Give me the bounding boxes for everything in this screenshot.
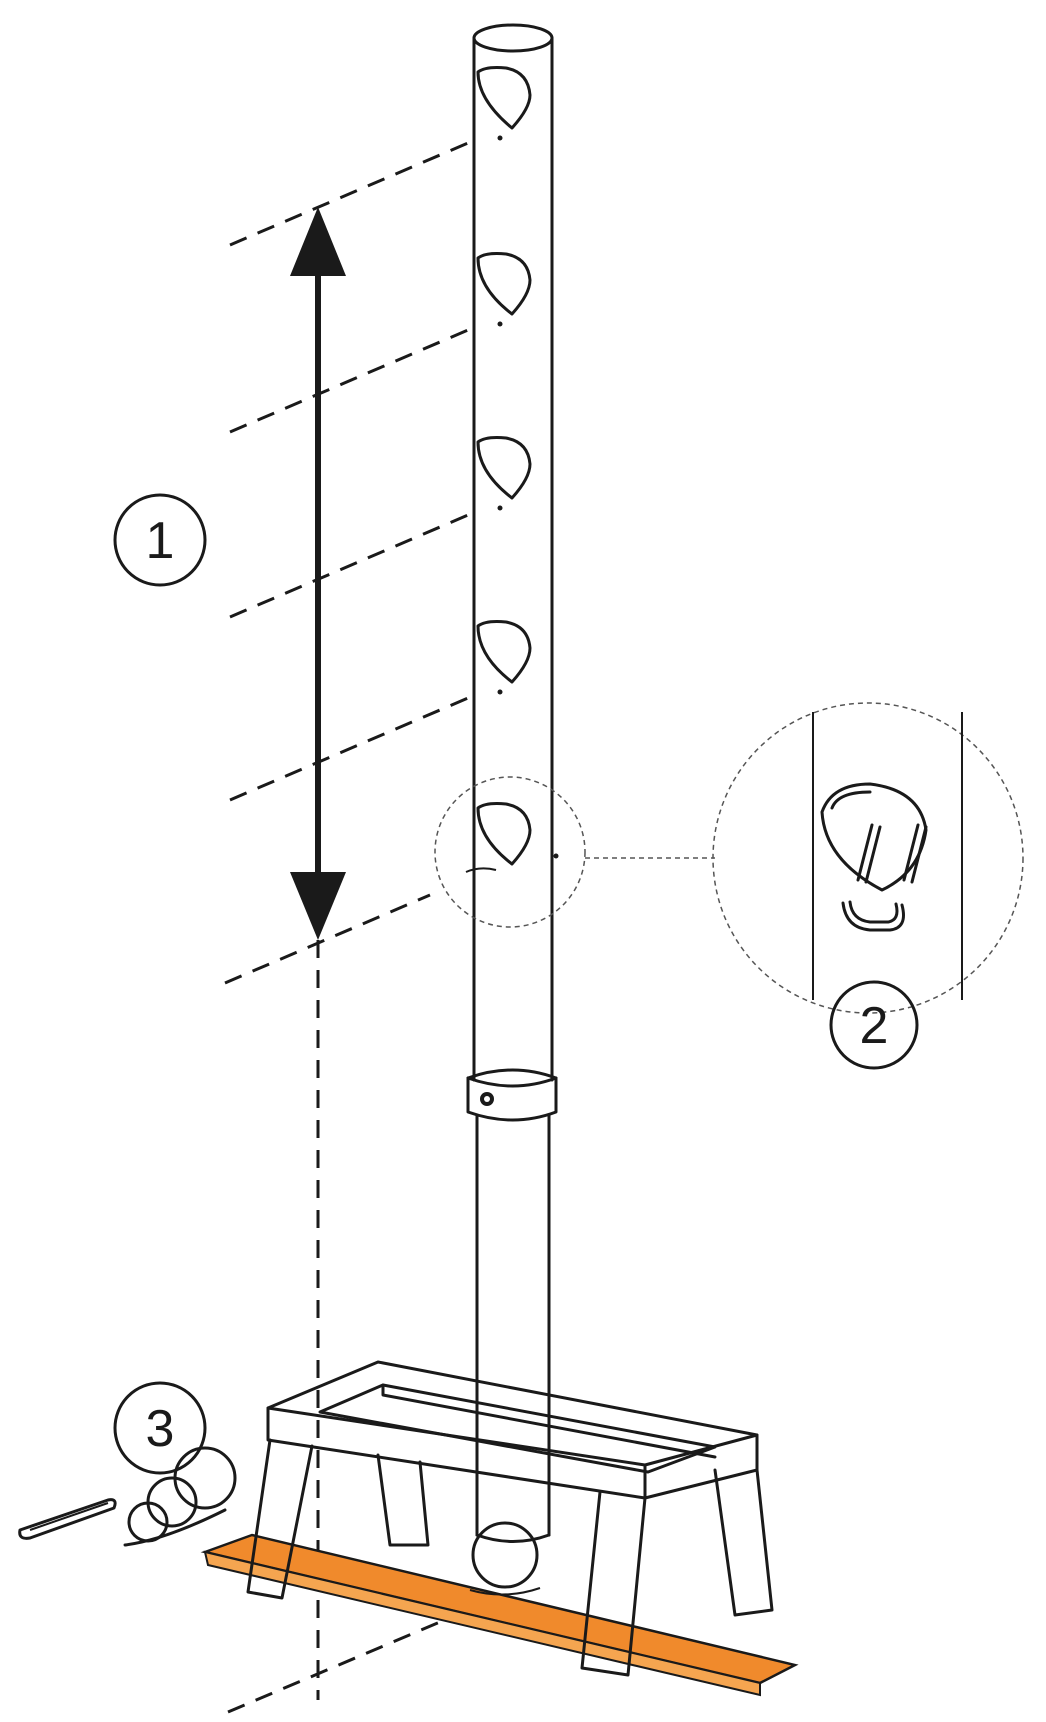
detail-magnifier <box>434 702 1024 1014</box>
slot-3 <box>476 436 532 511</box>
loose-balls <box>123 1446 237 1547</box>
callout-2-label: 2 <box>860 997 889 1055</box>
ball-slots <box>465 66 559 873</box>
slot-4 <box>476 620 532 695</box>
slot-2 <box>476 252 532 327</box>
base-plate <box>200 1533 799 1697</box>
callout-3: 3 <box>113 1381 207 1475</box>
callout-2: 2 <box>829 980 919 1070</box>
ball-icon <box>469 1521 541 1596</box>
tube <box>466 23 558 1543</box>
callout-1-label: 1 <box>146 512 175 570</box>
stand-frame <box>246 1360 774 1677</box>
slot-1 <box>476 66 532 141</box>
tube-sleeve-joint <box>466 1068 558 1122</box>
u-pin-icon <box>841 823 928 932</box>
slot-5 <box>465 802 559 873</box>
callout-1: 1 <box>113 493 207 587</box>
callout-3-label: 3 <box>146 1400 175 1458</box>
loose-parts <box>18 1446 237 1547</box>
loose-pin-icon <box>18 1498 117 1540</box>
double-vertical-arrow-icon <box>290 207 346 940</box>
